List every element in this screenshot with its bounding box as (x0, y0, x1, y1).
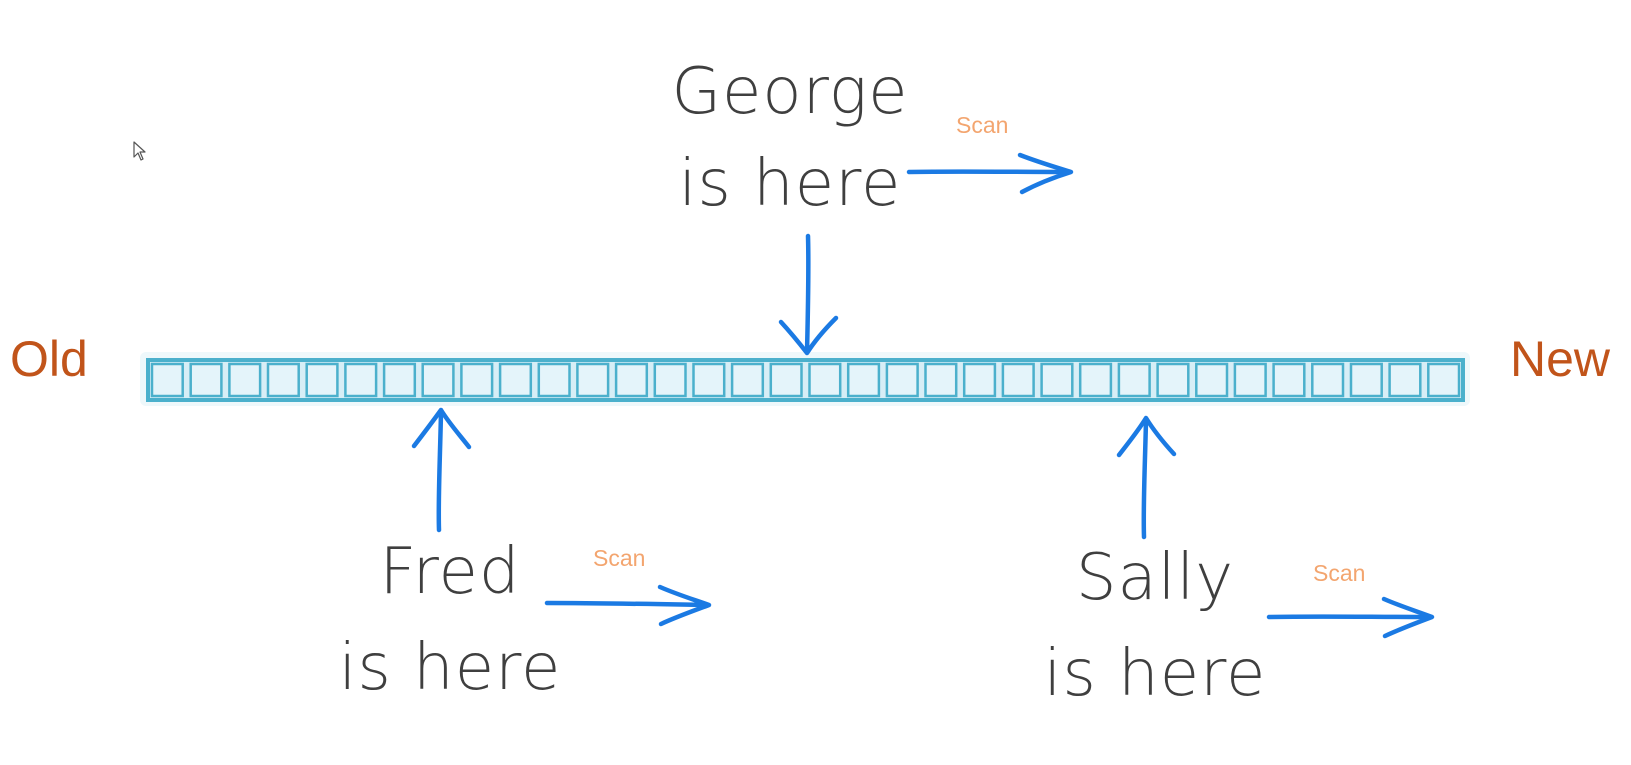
fred-pointer-arrow-icon (411, 407, 472, 533)
fred-name: Fred (379, 535, 521, 609)
buffer-cell (769, 362, 803, 398)
buffer-cell (460, 362, 494, 398)
buffer-cell (576, 362, 610, 398)
sally-pointer-arrow-icon (1116, 415, 1177, 540)
buffer-cell (846, 362, 881, 398)
buffer-cell (962, 362, 997, 398)
george-scan-label: Scan (956, 112, 1009, 138)
buffer-cell (537, 362, 571, 398)
buffer-cell (421, 362, 455, 398)
buffer-cell (1272, 362, 1306, 398)
fred-scan-label: Scan (593, 545, 646, 571)
buffer-cell (1233, 362, 1267, 398)
buffer-cell (730, 362, 765, 398)
buffer-cell (150, 362, 184, 398)
buffer-cell (692, 362, 726, 398)
buffer-cell (653, 362, 687, 398)
george-name: George (671, 55, 909, 129)
fred-scan-arrow-icon (544, 584, 712, 627)
buffer-cell (885, 362, 919, 398)
buffer-cells (150, 362, 1461, 398)
buffer-cell (1349, 362, 1383, 398)
buffer-cell (1427, 362, 1461, 398)
george-scan-arrow-icon (906, 152, 1074, 195)
george-status: is here (678, 147, 902, 221)
buffer-cell (1311, 362, 1345, 398)
fred-status: is here (338, 631, 562, 705)
sally-status: is here (1043, 637, 1267, 711)
buffer-cell (382, 362, 417, 398)
buffer-cell (808, 362, 842, 398)
buffer-cell (498, 362, 533, 398)
sally-scan-arrow-icon (1266, 596, 1435, 639)
sally-label-block: Sally is here (1005, 530, 1305, 722)
buffer-cell (1078, 362, 1113, 398)
buffer-cell (1195, 362, 1229, 398)
george-pointer-arrow-icon (778, 233, 839, 356)
sally-name: Sally (1075, 541, 1235, 615)
new-end-label: New (1510, 331, 1611, 387)
buffer-cell (614, 362, 649, 398)
buffer-cell (1040, 362, 1074, 398)
buffer-cell (1156, 362, 1190, 398)
buffer-cell (189, 362, 223, 398)
buffer-cell (305, 362, 339, 398)
old-end-label: Old (10, 331, 88, 387)
sally-scan-label: Scan (1313, 560, 1366, 586)
buffer-cell (266, 362, 300, 398)
buffer-cell (1117, 362, 1151, 398)
mouse-pointer-icon (133, 141, 147, 165)
buffer-cell (1388, 362, 1422, 398)
fred-label-block: Fred is here (300, 524, 600, 716)
buffer-cell (924, 362, 958, 398)
buffer-cell (1001, 362, 1035, 398)
buffer-cell (228, 362, 262, 398)
buffer-strip (140, 352, 1470, 406)
buffer-cell (344, 362, 378, 398)
george-label-block: George is here (640, 46, 940, 230)
